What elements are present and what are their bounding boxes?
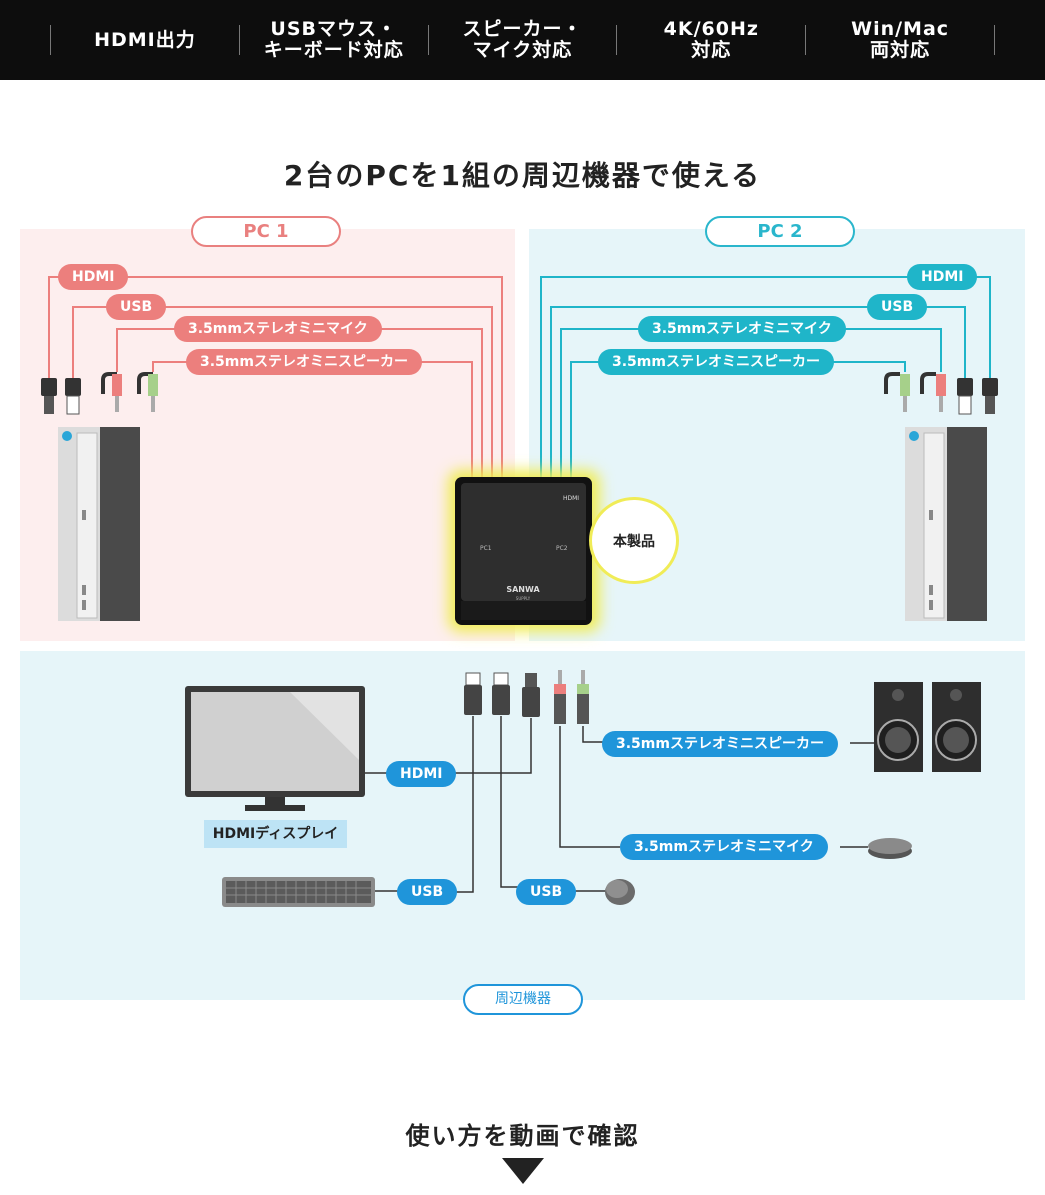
- pc2-usb-label: USB: [867, 294, 928, 320]
- pc1-title: PC 1: [191, 216, 341, 247]
- product-callout: 本製品: [589, 497, 679, 584]
- periph-usb-keyboard-label: USB: [397, 879, 458, 905]
- periph-speaker-label: 3.5mmステレオミニスピーカー: [602, 731, 838, 757]
- feature-line: 両対応: [870, 39, 931, 61]
- feature-line: スピーカー・: [462, 18, 583, 40]
- arrow-down-icon[interactable]: [502, 1158, 544, 1184]
- feature-line: HDMI出力: [94, 28, 196, 51]
- feature-usb-mouse-keyboard: USBマウス・ キーボード対応: [238, 19, 428, 61]
- periph-mic-label: 3.5mmステレオミニマイク: [620, 834, 828, 860]
- feature-line: キーボード対応: [263, 39, 404, 61]
- howto-heading[interactable]: 使い方を動画で確認: [405, 1122, 640, 1150]
- feature-line: マイク対応: [472, 39, 573, 61]
- periph-usb-mouse-label: USB: [516, 879, 577, 905]
- feature-hdmi-output: HDMI出力: [50, 25, 239, 55]
- feature-4k60: 4K/60Hz 対応: [616, 19, 805, 61]
- periph-hdmi-label: HDMI: [386, 761, 457, 787]
- peripherals-title: 周辺機器: [463, 984, 583, 1015]
- pc2-panel: [529, 229, 1025, 641]
- pc1-panel: [20, 229, 515, 641]
- feature-line: USBマウス・: [270, 18, 397, 40]
- feature-win-mac: Win/Mac 両対応: [805, 19, 995, 61]
- peripherals-panel: [20, 651, 1025, 1000]
- product-callout-text: 本製品: [613, 533, 655, 550]
- pc2-title: PC 2: [705, 216, 855, 247]
- pc1-mic-label: 3.5mmステレオミニマイク: [174, 316, 382, 342]
- feature-line: 対応: [691, 39, 732, 61]
- feature-bar: HDMI出力 USBマウス・ キーボード対応 スピーカー・ マイク対応 4K/6…: [0, 0, 1045, 80]
- display-label: HDMIディスプレイ: [204, 820, 347, 848]
- feature-line: Win/Mac: [851, 18, 950, 40]
- pc1-usb-label: USB: [106, 294, 167, 320]
- pc1-hdmi-label: HDMI: [58, 264, 129, 290]
- feature-line: 4K/60Hz: [663, 18, 759, 40]
- main-title: 2台のPCを1組の周辺機器で使える: [283, 159, 762, 192]
- pc2-mic-label: 3.5mmステレオミニマイク: [638, 316, 846, 342]
- pc2-hdmi-label: HDMI: [907, 264, 978, 290]
- feature-speaker-mic: スピーカー・ マイク対応: [427, 19, 617, 61]
- pc1-speaker-label: 3.5mmステレオミニスピーカー: [186, 349, 422, 375]
- pc2-speaker-label: 3.5mmステレオミニスピーカー: [598, 349, 834, 375]
